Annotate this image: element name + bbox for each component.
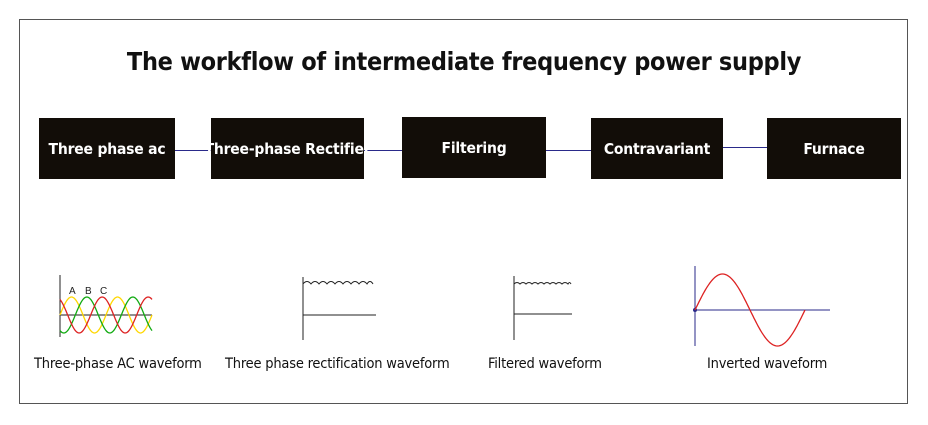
caption-three-phase-ac: Three-phase AC waveform: [34, 356, 202, 372]
phase-label-c: C: [100, 286, 107, 297]
phase-b-wave: [59, 296, 153, 334]
caption-filtered: Filtered waveform: [488, 356, 602, 372]
phase-c-wave: [59, 296, 153, 334]
step-box-rectifier: Three-phase Rectifier: [205, 118, 371, 179]
connector-line: [175, 150, 212, 151]
step-box-contravariant: Contravariant: [591, 118, 723, 179]
connector-line: [364, 150, 402, 151]
phase-label-b: B: [85, 286, 92, 297]
inverted-sine-wave: [694, 273, 806, 347]
caption-inverted: Inverted waveform: [707, 356, 828, 372]
filtered-waveform: [513, 276, 572, 340]
step-box-three-phase-ac: Three phase ac: [39, 118, 175, 179]
step-box-filtering: Filtering: [402, 117, 546, 178]
connector-line: [546, 150, 591, 151]
step-box-furnace: Furnace: [767, 118, 901, 179]
phase-a-wave: [59, 296, 153, 334]
three-phase-ac-waveform: A B C: [59, 275, 153, 337]
caption-rectification: Three phase rectification waveform: [225, 356, 450, 372]
rectification-waveform: [302, 277, 376, 340]
diagram-title: The workflow of intermediate frequency p…: [126, 47, 802, 76]
phase-label-a: A: [69, 286, 76, 297]
rectified-ripple: [302, 281, 374, 285]
connector-line: [723, 147, 767, 148]
diagram-frame: [19, 19, 908, 404]
filtered-ripple: [513, 282, 572, 285]
inverted-waveform: [693, 266, 830, 347]
